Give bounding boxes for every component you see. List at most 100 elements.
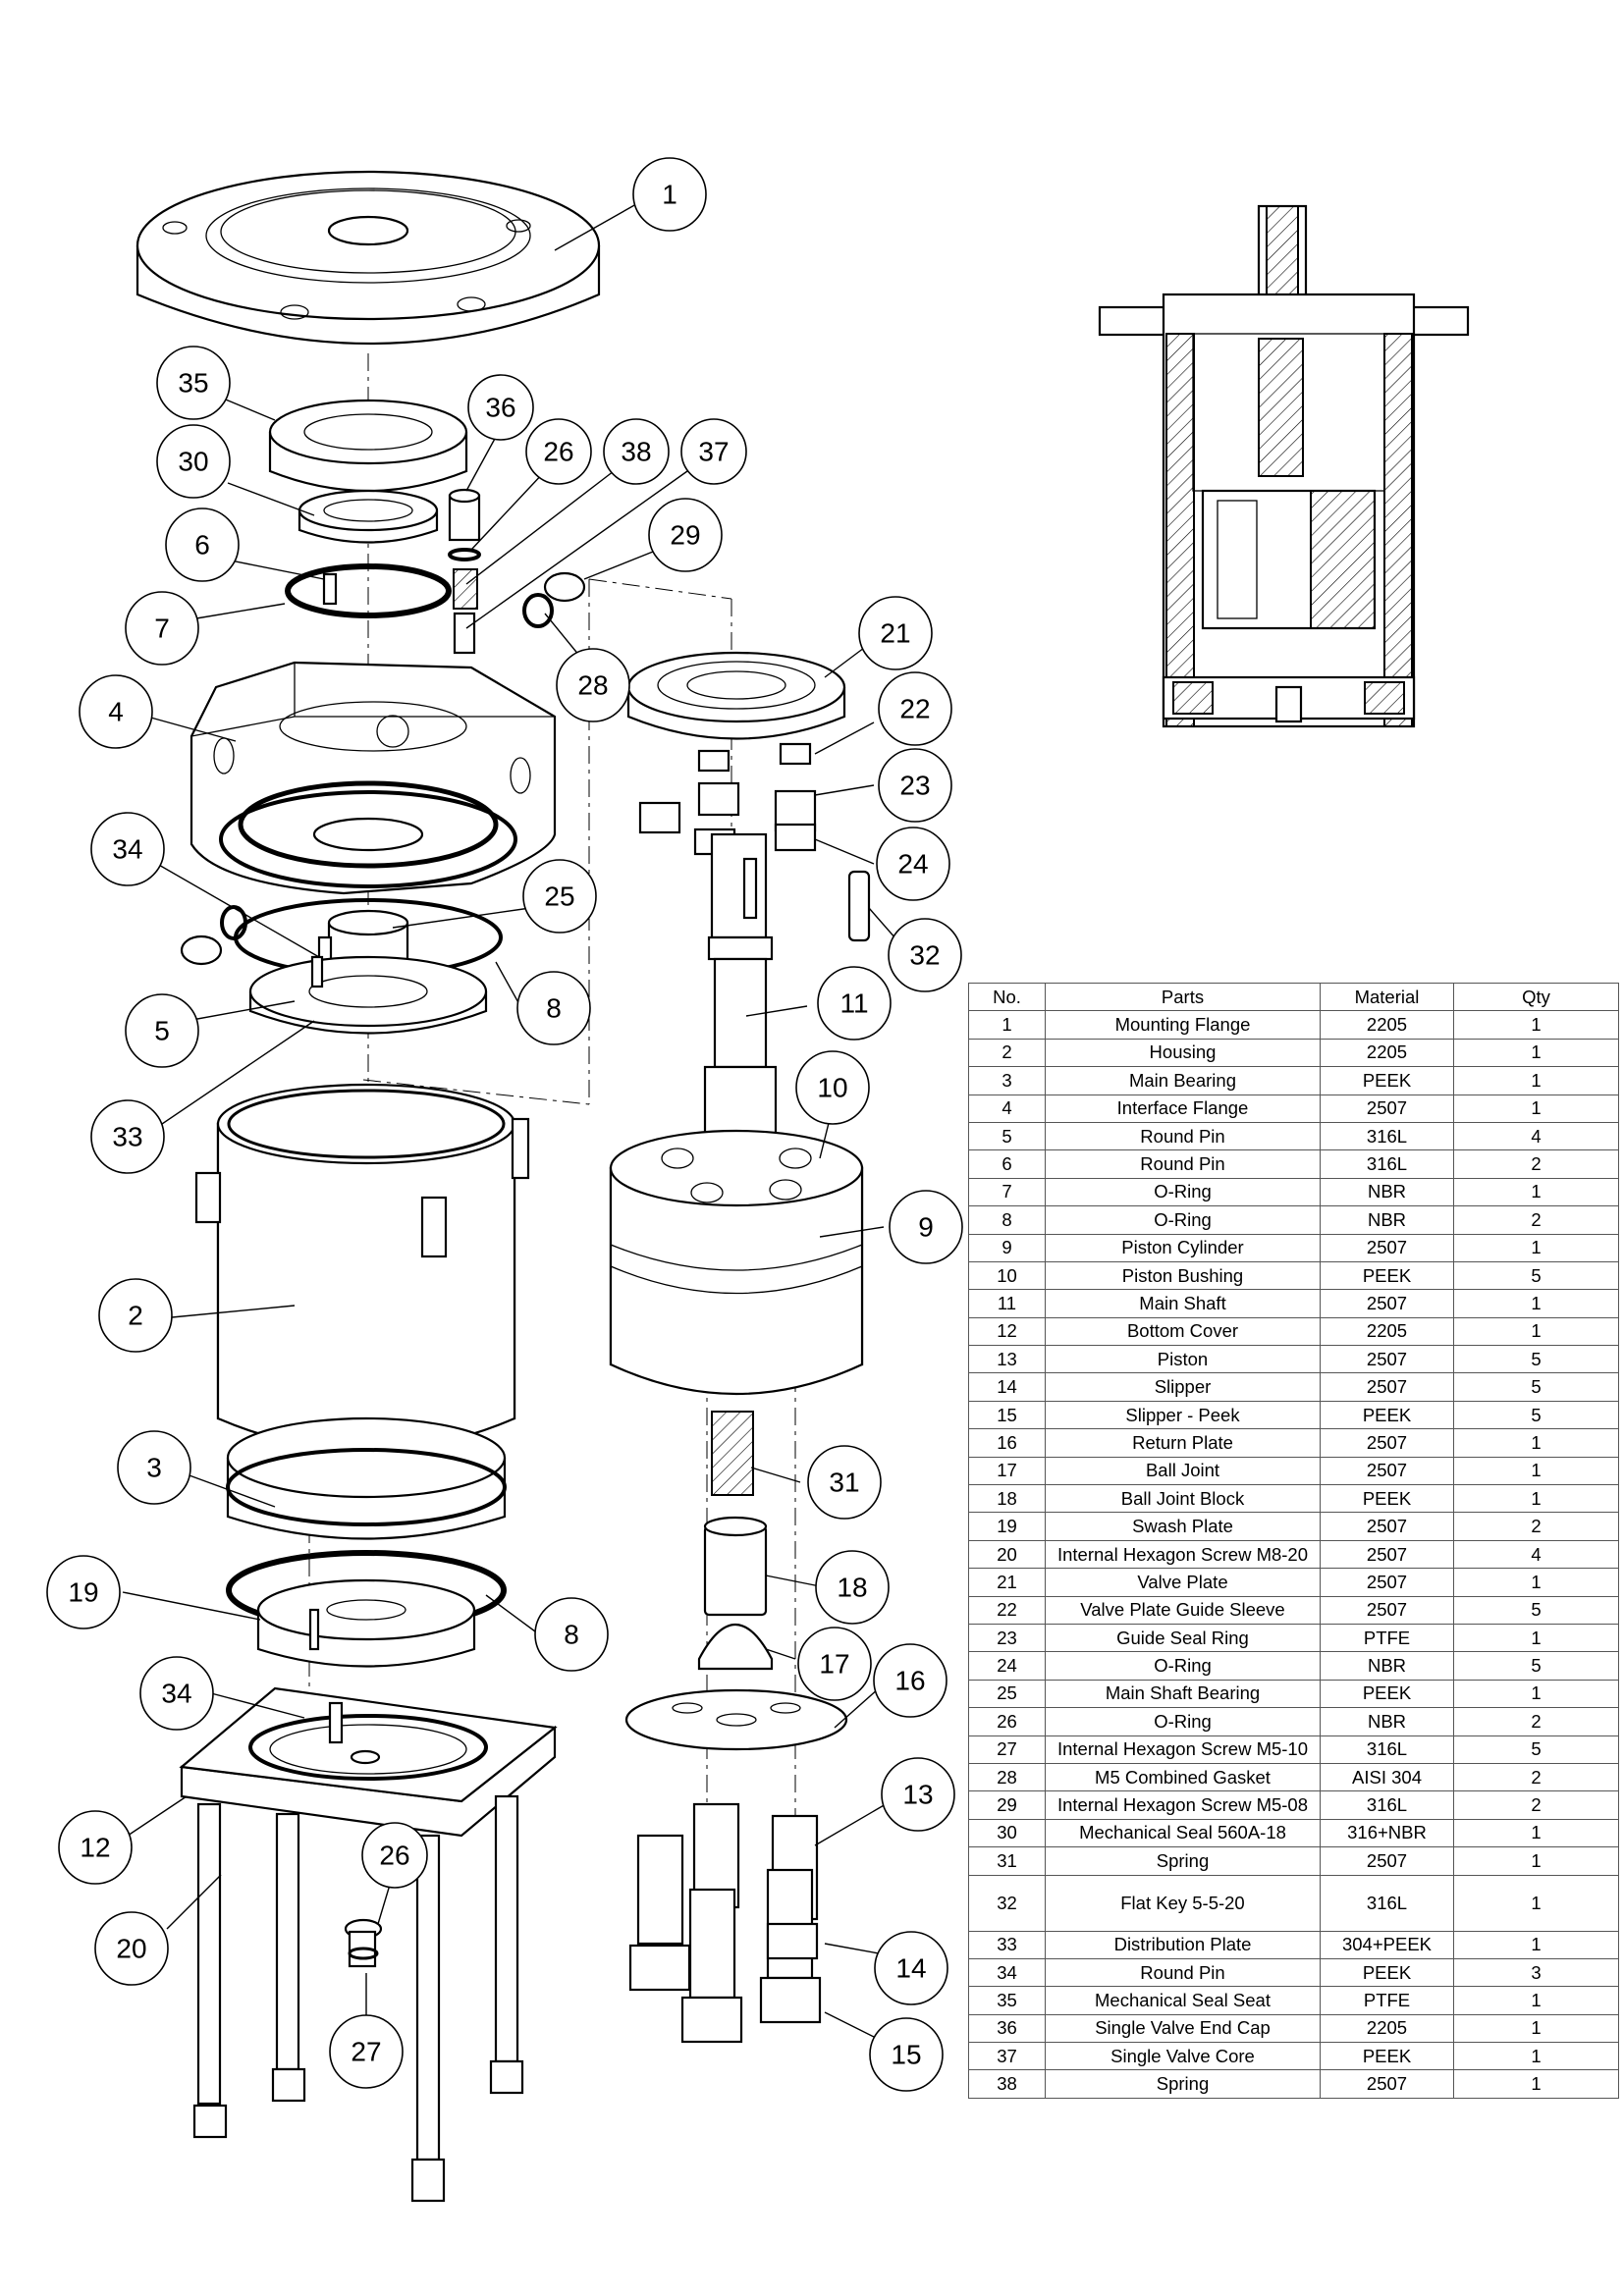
bom-cell-material: 2507 xyxy=(1320,2069,1454,2099)
bom-cell-qty: 1 xyxy=(1453,1623,1619,1653)
bom-cell-no: 10 xyxy=(968,1260,1046,1291)
bom-cell-qty: 2 xyxy=(1453,1707,1619,1736)
bom-cell-material: NBR xyxy=(1320,1205,1454,1235)
bom-cell-material: 316L xyxy=(1320,1735,1454,1764)
svg-text:16: 16 xyxy=(894,1666,925,1696)
bom-cell-no: 32 xyxy=(968,1874,1046,1932)
callout-32: 32 xyxy=(888,918,962,992)
bom-cell-material: 2507 xyxy=(1320,1595,1454,1625)
bom-cell-part: O-Ring xyxy=(1045,1651,1321,1681)
bom-cell-qty: 1 xyxy=(1453,1986,1619,2015)
bom-cell-qty: 1 xyxy=(1453,2013,1619,2044)
bom-cell-material: NBR xyxy=(1320,1651,1454,1681)
svg-text:11: 11 xyxy=(839,988,868,1019)
callout-7: 7 xyxy=(125,591,199,666)
callout-22: 22 xyxy=(878,671,952,746)
bom-cell-qty: 5 xyxy=(1453,1345,1619,1374)
svg-text:8: 8 xyxy=(564,1620,579,1650)
callout-19: 19 xyxy=(46,1555,121,1629)
bom-cell-material: 316L xyxy=(1320,1790,1454,1820)
callout-1: 1 xyxy=(632,157,707,232)
svg-text:8: 8 xyxy=(546,993,562,1024)
bom-cell-no: 37 xyxy=(968,2042,1046,2071)
bom-cell-part: Bottom Cover xyxy=(1045,1316,1321,1347)
callout-28: 28 xyxy=(556,648,630,722)
bom-cell-material: 2507 xyxy=(1320,1512,1454,1541)
bom-cell-qty: 1 xyxy=(1453,1428,1619,1458)
bom-cell-material: PEEK xyxy=(1320,1957,1454,1988)
piston-cylinder xyxy=(609,1129,864,1395)
svg-text:30: 30 xyxy=(178,447,208,477)
valve-plate xyxy=(626,651,846,773)
bom-cell-qty: 1 xyxy=(1453,1818,1619,1848)
bom-cell-qty: 1 xyxy=(1453,1289,1619,1318)
callout-12: 12 xyxy=(58,1810,133,1885)
callout-35: 35 xyxy=(156,346,231,420)
callout-34a: 34 xyxy=(90,812,165,886)
bom-cell-part: Main Shaft Bearing xyxy=(1045,1679,1321,1709)
bom-cell-no: 28 xyxy=(968,1762,1046,1792)
callout-6: 6 xyxy=(165,507,240,582)
callout-5: 5 xyxy=(125,993,199,1068)
callout-10: 10 xyxy=(795,1050,870,1125)
svg-text:28: 28 xyxy=(577,670,608,701)
bom-cell-part: Slipper xyxy=(1045,1372,1321,1402)
bom-cell-material: 2507 xyxy=(1320,1289,1454,1318)
callout-8b: 8 xyxy=(534,1597,609,1672)
bom-header-qty: Qty xyxy=(1453,982,1619,1012)
bom-cell-qty: 5 xyxy=(1453,1372,1619,1402)
bom-cell-qty: 4 xyxy=(1453,1539,1619,1570)
bom-cell-material: 316L xyxy=(1320,1874,1454,1932)
bom-cell-qty: 5 xyxy=(1453,1651,1619,1681)
bom-cell-no: 16 xyxy=(968,1428,1046,1458)
bom-cell-part: M5 Combined Gasket xyxy=(1045,1762,1321,1792)
svg-text:26: 26 xyxy=(543,437,573,467)
bom-cell-part: Round Pin xyxy=(1045,1149,1321,1179)
bom-cell-part: Spring xyxy=(1045,2069,1321,2099)
bom-cell-part: Swash Plate xyxy=(1045,1512,1321,1541)
svg-text:33: 33 xyxy=(112,1122,142,1152)
bom-cell-no: 21 xyxy=(968,1568,1046,1597)
svg-text:36: 36 xyxy=(485,393,515,423)
callout-23: 23 xyxy=(878,748,952,823)
bom-cell-material: 2507 xyxy=(1320,1539,1454,1570)
bom-cell-part: Distribution Plate xyxy=(1045,1930,1321,1959)
callout-38: 38 xyxy=(603,418,670,485)
bom-cell-material: 2507 xyxy=(1320,1568,1454,1597)
svg-text:9: 9 xyxy=(918,1212,934,1243)
svg-text:7: 7 xyxy=(154,614,170,644)
bom-cell-no: 26 xyxy=(968,1707,1046,1736)
bom-cell-no: 3 xyxy=(968,1066,1046,1095)
bom-cell-qty: 1 xyxy=(1453,2042,1619,2071)
bom-cell-no: 15 xyxy=(968,1400,1046,1430)
bom-cell-part: Mechanical Seal 560A-18 xyxy=(1045,1818,1321,1848)
bom-cell-qty: 5 xyxy=(1453,1260,1619,1291)
ball-joint xyxy=(697,1623,774,1671)
bom-cell-no: 1 xyxy=(968,1010,1046,1040)
bom-cell-part: O-Ring xyxy=(1045,1177,1321,1207)
callout-34b: 34 xyxy=(139,1656,214,1731)
bom-cell-part: O-Ring xyxy=(1045,1205,1321,1235)
hex-screws-m8 xyxy=(192,1794,524,2203)
bom-cell-qty: 1 xyxy=(1453,1874,1619,1932)
bom-cell-material: PTFE xyxy=(1320,1623,1454,1653)
